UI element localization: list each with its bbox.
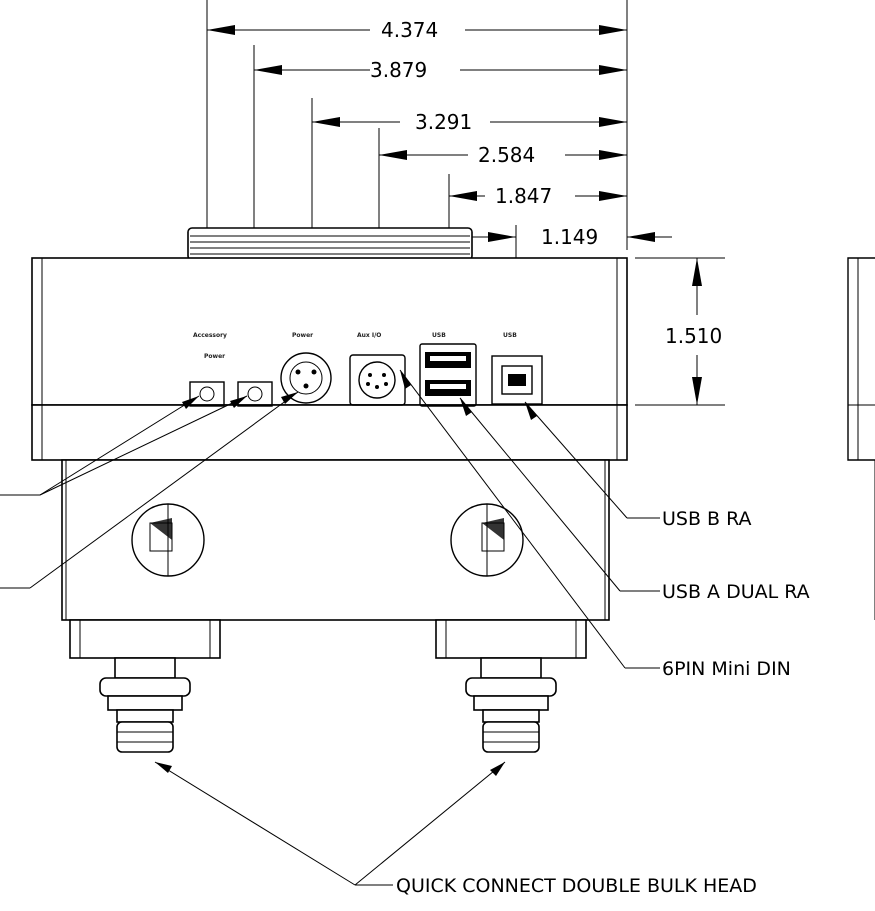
callout-quick-connect: QUICK CONNECT DOUBLE BULK HEAD: [396, 875, 757, 897]
dim-2584: 2.584: [478, 143, 535, 167]
label-accessory: Accessory: [193, 332, 227, 339]
dim-4374: 4.374: [381, 18, 438, 42]
dim-1149: 1.149: [541, 225, 598, 249]
accessory-jack-2: [237, 381, 273, 407]
dimension-lines: [206, 0, 725, 406]
label-aux-io: Aux I/O: [357, 332, 381, 339]
device-front-view: [31, 227, 875, 753]
leader-lines: [0, 369, 660, 886]
label-power: Power: [292, 332, 313, 339]
quick-connect-right: [465, 657, 557, 753]
callout-usb-b: USB B RA: [662, 508, 752, 530]
callout-mini-din: 6PIN Mini DIN: [662, 658, 791, 680]
callout-usb-a: USB A DUAL RA: [662, 581, 810, 603]
dim-1847: 1.847: [495, 184, 552, 208]
connector-panel: Accessory Power Power Aux I/O USB USB: [189, 332, 543, 407]
callout-labels: USB B RA USB A DUAL RA 6PIN Mini DIN QUI…: [396, 508, 810, 897]
accessory-jack-1: [189, 381, 225, 407]
label-accessory-power: Power: [204, 353, 225, 360]
quick-connect-left: [99, 657, 191, 753]
dim-1510: 1.510: [665, 324, 722, 348]
dim-3879: 3.879: [370, 58, 427, 82]
label-usb-a: USB: [432, 332, 446, 339]
usb-b-connector: [491, 355, 543, 405]
dim-3291: 3.291: [415, 110, 472, 134]
usb-a-dual-connector: [419, 343, 477, 407]
label-usb-b: USB: [503, 332, 517, 339]
dimension-values: 4.374 3.879 3.291 2.584 1.847 1.149 1.51…: [370, 18, 722, 348]
power-connector: [280, 352, 332, 404]
side-view-partial: [847, 257, 875, 620]
